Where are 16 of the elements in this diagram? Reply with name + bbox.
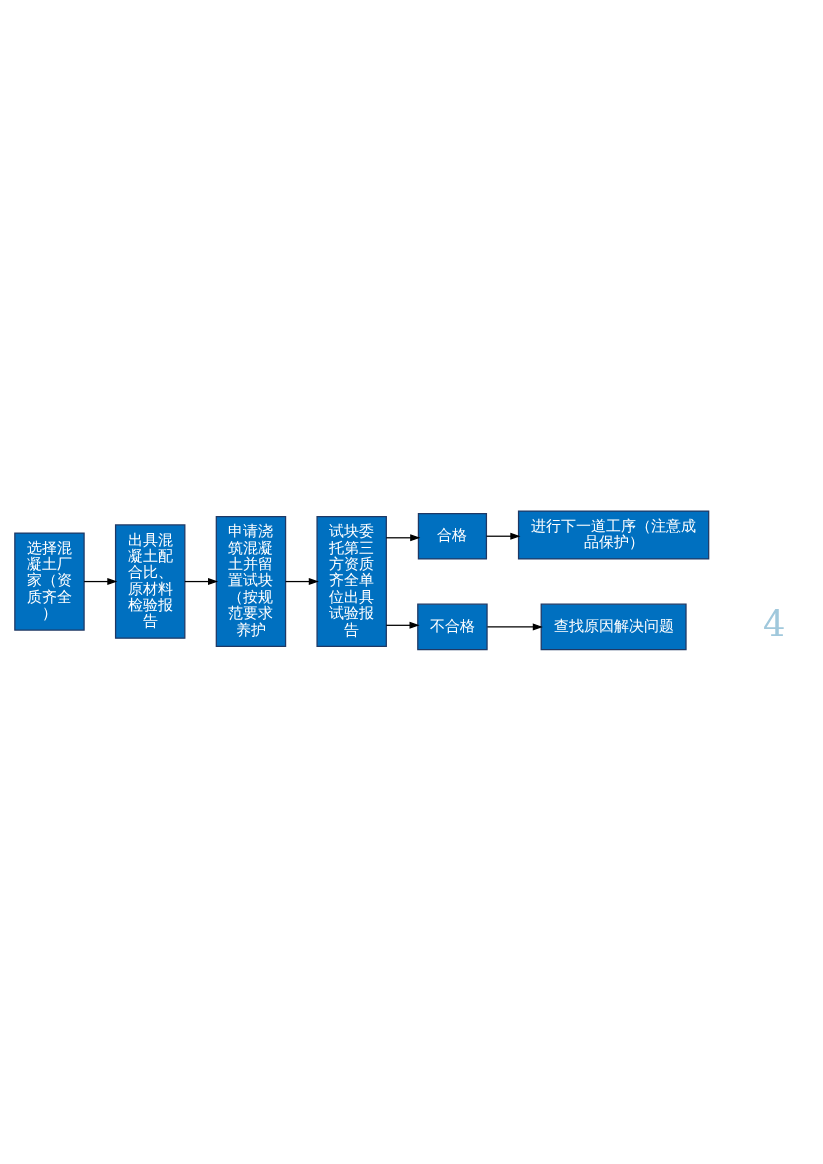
node-box: 申请浇筑混凝土并留置试块（按规范要求养护	[215, 515, 287, 647]
arrow	[385, 621, 420, 629]
arrow	[486, 532, 521, 540]
arrow	[385, 533, 421, 541]
node-box: 出具混凝土配合比、原材料检验报告	[114, 523, 186, 639]
node-box: 合格	[417, 512, 488, 559]
arrow	[486, 622, 543, 630]
arrow	[184, 577, 219, 585]
arrow	[83, 577, 118, 585]
node-box: 进行下一道工序（注意成品保护）	[517, 509, 710, 559]
label: 4	[762, 602, 786, 644]
node-box: 不合格	[417, 603, 488, 650]
node-box: 选择混凝土厂家（资质齐全）	[14, 531, 85, 631]
arrow	[285, 577, 319, 585]
node-box: 试块委托第三方资质齐全单位出具试验报告	[316, 515, 387, 647]
node-box: 查找原因解决问题	[540, 603, 687, 650]
